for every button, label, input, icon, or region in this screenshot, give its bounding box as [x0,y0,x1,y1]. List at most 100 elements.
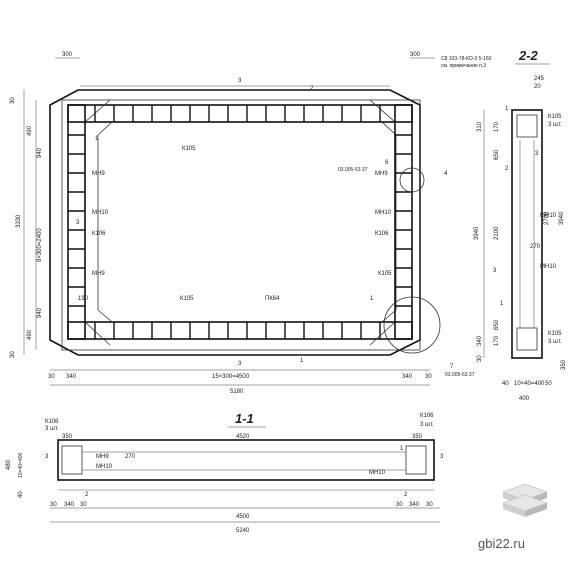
dim-30-top: 30 [10,97,16,104]
section-1-1: 1-1 К106 3 шт. МН9 МН10 К106 3 шт. МН10 … [6,411,444,534]
section11-body [57,439,435,481]
s11-dim-4500: 4500 [236,514,250,520]
dim-190: 190 [78,296,89,302]
s11-dim-4520: 4520 [236,434,250,440]
section-2-2: 2-2 245 20 К105 3 шт. К105 3 шт. МН10 МН… [474,48,567,402]
s22-dim-3940-right: 3940 [559,211,565,225]
s11-label-k106-left: К106 [45,419,59,425]
s22-dim-2700-right: 2700 [544,211,550,225]
s22-dim-170-bottom: 170 [494,335,500,346]
haunch-br [369,321,396,346]
label-k106-right: К106 [375,231,389,237]
node-7-ref: 03.005-63 37 [445,372,475,378]
s11-dim-30-r2: 30 [426,502,433,508]
dim-340-bl: 340 [66,374,77,380]
s11-dim-350-right: 350 [412,434,423,440]
dim-300-right: 300 [410,52,421,58]
label-mn10-right: МН10 [375,210,392,216]
s22-mark-3-bottom: 3 [493,268,497,274]
note-top-right: С8 103-78-КО-3 5-160 [441,56,492,62]
s11-label-mn10-left: МН10 [96,464,113,470]
s11-label-mn10-right: МН10 [369,470,386,476]
dim-5180: 5180 [230,389,244,395]
s11-label-k106-right: К106 [420,413,434,419]
dim-340-br: 340 [402,374,413,380]
section-title-2-2: 2-2 [518,48,539,63]
s22-label-3sht-bottom: 3 шт. [548,339,562,345]
s11-label-3sht-right: 3 шт. [420,422,434,428]
label-pk64: ПК64 [265,296,280,302]
mark-3-bottom: 3 [238,361,242,367]
section22-bottom-cage [516,327,538,351]
s11-dim-350-left: 350 [62,434,73,440]
dim-245: 245 [534,76,545,82]
s22-dim-2100: 2100 [494,226,500,240]
s11-mark-3-left: 3 [45,454,49,460]
s22-dim-650-bottom: 650 [494,319,500,330]
s22-dim-10x40: 10×40=400 [514,381,545,387]
plan-outline [49,89,421,356]
haunch-tr [369,99,396,123]
dim-20: 20 [534,84,541,90]
dim-490-bottom: 490 [27,329,33,340]
s22-dim-650-top: 650 [494,149,500,160]
s22-label-mn10-lower: МН10 [540,264,557,270]
label-mn9-upper: МН9 [92,171,105,177]
s11-dim-40: 40 [18,491,24,498]
s11-dim-270: 270 [125,454,136,460]
logo-icon [502,483,548,517]
site-name[interactable]: gbi22.ru [478,536,525,551]
s22-dim-350: 350 [561,359,567,370]
s11-dim-340-l: 340 [64,502,75,508]
mark-3-top: 3 [238,78,242,84]
dim-30-br: 30 [425,374,432,380]
dim-490-top: 490 [27,125,33,136]
node-circle-6 [399,167,425,193]
s22-dim-40: 40 [502,381,509,387]
dim-940-top: 940 [37,147,43,158]
mark-1-tl: 1 [95,136,99,142]
s22-mark-3-top: 3 [535,151,539,157]
label-mn9-lower: МН9 [92,271,105,277]
s22-dim-30: 30 [477,355,483,362]
label-k105-bottom: К105 [180,296,194,302]
section22-top-cage [516,114,538,138]
mark-3-left: 3 [76,220,80,226]
section-title-1-1: 1-1 [235,411,254,426]
s22-mark-2: 2 [505,166,509,172]
s11-left-cage [61,445,83,475]
plan-view: 300 300 3 2 С8 103-78-КО-3 5-160 см. при… [10,52,492,395]
haunch-tl [84,99,111,123]
node-circle-7 [383,296,441,354]
mark-2-top: 2 [310,86,314,92]
label-k106-left: К106 [92,231,106,237]
haunch-bl [84,321,111,346]
s22-mark-1-top: 1 [505,106,509,112]
s11-dim-30-r1: 30 [396,502,403,508]
s11-dim-5240: 5240 [236,528,250,534]
s22-dim-3940-left: 3940 [474,226,480,240]
cut-mark-1: 1 [300,358,304,364]
dim-30-bl: 30 [48,374,55,380]
node-6-ref: 03.005-63 37 [338,167,368,173]
mark-4-right: 4 [444,171,448,177]
s22-dim-50: 50 [545,381,552,387]
plan-outer-rect [61,99,421,351]
s22-dim-270: 270 [530,244,541,250]
note-top-right-2: см. примечание п.3 [441,63,486,69]
rebar-cage-left [67,104,86,340]
s11-mark-2-right: 2 [404,492,408,498]
s22-label-3sht-top: 3 шт. [548,122,562,128]
label-mn9-right: МН9 [375,171,388,177]
s11-right-cage [405,445,427,475]
s11-dim-340-r: 340 [409,502,420,508]
dim-30-bottom: 30 [10,351,16,358]
mark-1-right: 1 [370,296,374,302]
s22-label-k105-bottom: К105 [548,331,562,337]
s11-label-3sht-left: 3 шт. [45,426,59,432]
section22-body [511,109,543,359]
s22-dim-400: 400 [519,396,530,402]
rebar-cage-right [394,104,413,340]
s11-dim-10x40: 10×40=400 [18,452,24,478]
